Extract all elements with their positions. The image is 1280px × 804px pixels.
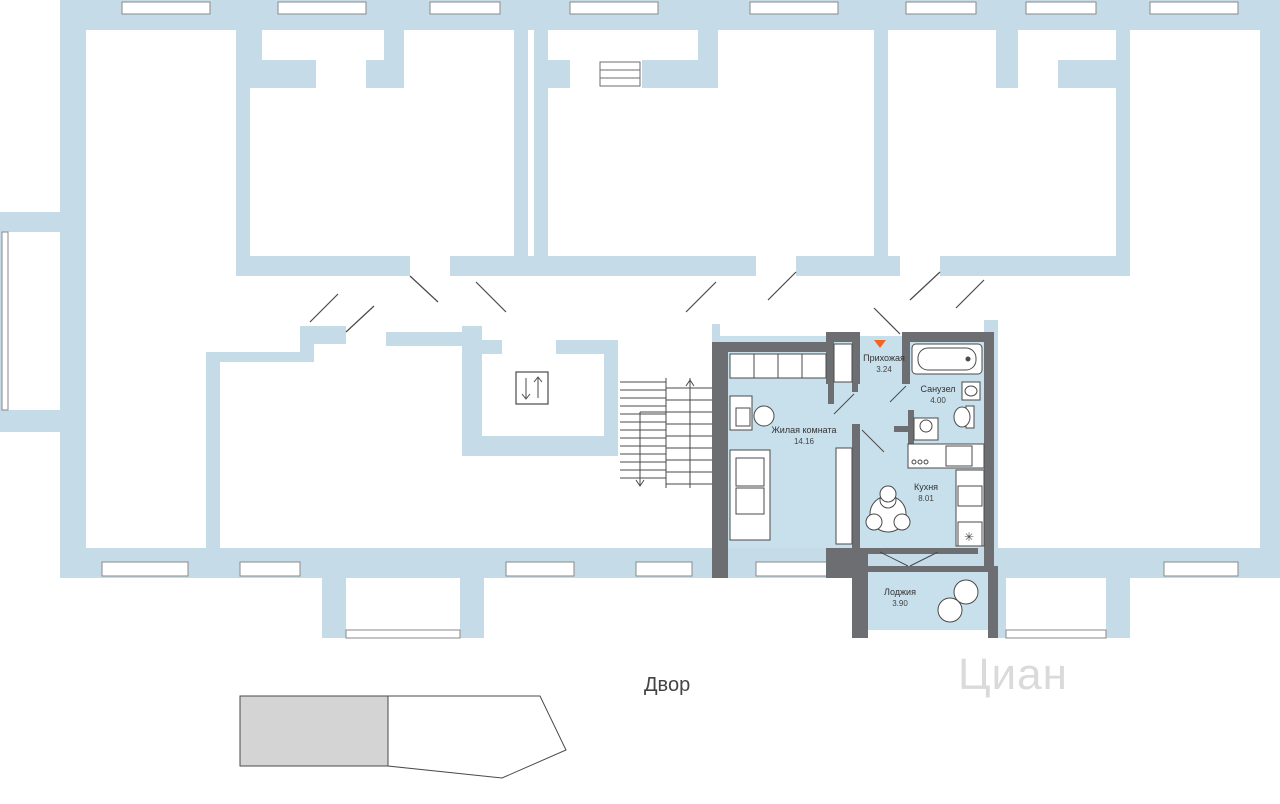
elevator-icon (515, 371, 549, 405)
corridor-doors (309, 271, 985, 335)
kitchen-fixtures: ✳ (907, 443, 985, 547)
watermark: Циан (958, 650, 1068, 699)
living-room-furniture (729, 343, 853, 545)
room-label-kitchen: Кухня 8.01 (913, 482, 939, 503)
room-label-loggia: Лоджия 3.90 (884, 587, 916, 608)
building-walls (0, 0, 1280, 638)
room-label-hallway: Прихожая 3.24 (863, 353, 905, 374)
staircase (620, 378, 712, 488)
entrance-marker-icon (874, 340, 886, 348)
outdoor-structure (239, 695, 567, 779)
dining-table (865, 485, 911, 533)
loggia-chair (937, 579, 979, 623)
room-label-living-room: Жилая комната 14.16 (771, 425, 837, 446)
windows (1, 1, 1239, 639)
apartment-doors (833, 385, 939, 567)
room-label-bathroom: Санузел 4.00 (920, 384, 956, 405)
svg-text:✳: ✳ (964, 530, 974, 544)
vent-icon (599, 61, 641, 87)
bathroom-fixtures (911, 343, 983, 441)
yard-label: Двор (644, 674, 691, 696)
